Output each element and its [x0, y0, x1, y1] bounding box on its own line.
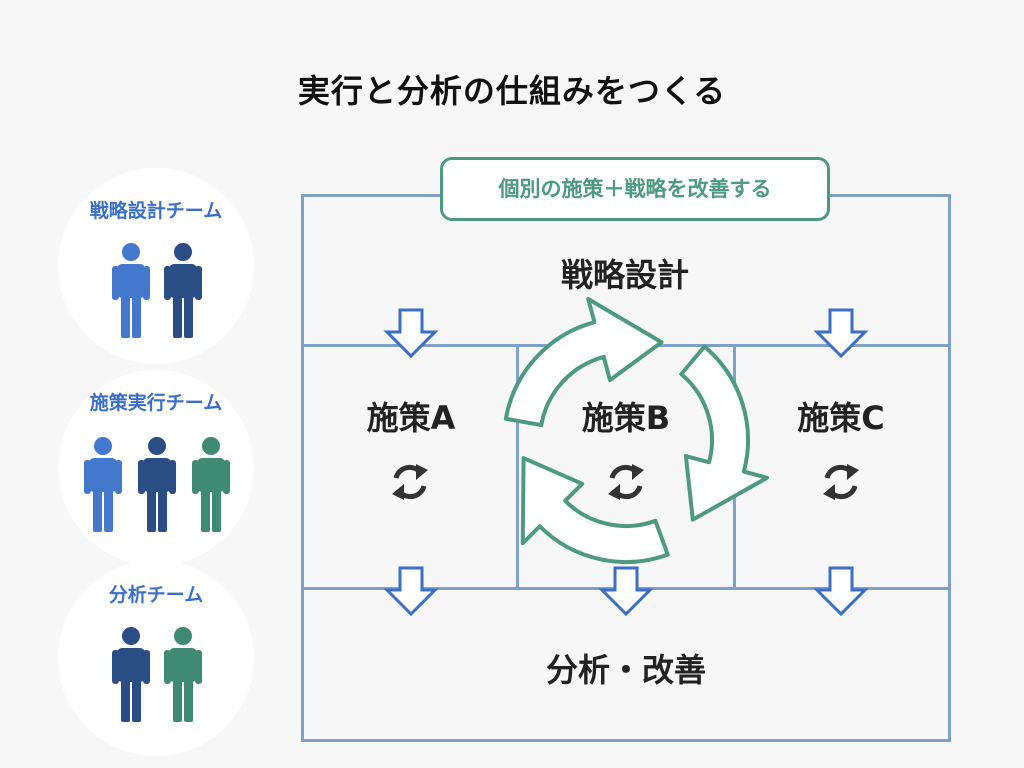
cycle-arrow-segment: [679, 344, 770, 522]
person-icon: [192, 437, 230, 532]
down-arrow-icon: [600, 566, 652, 616]
team-analysis-members: [112, 627, 202, 722]
team-strategy-members: [112, 243, 202, 338]
person-icon: [164, 243, 202, 338]
team-label-analysis: 分析チーム: [108, 584, 204, 606]
refresh-icon: [608, 464, 644, 500]
team-circle-strategy: [58, 168, 254, 364]
measure-a-label: 施策A: [366, 399, 456, 437]
person-icon: [164, 627, 202, 722]
down-arrow-icon: [815, 308, 867, 358]
person-icon: [112, 627, 150, 722]
cycle-arrow-segment: [520, 456, 670, 564]
person-icon: [138, 437, 176, 532]
person-icon: [84, 437, 122, 532]
down-arrow-icon: [385, 308, 437, 358]
team-circle-analysis: [58, 560, 254, 756]
down-arrow-icon: [815, 566, 867, 616]
team-label-execution: 施策実行チーム: [89, 392, 223, 414]
refresh-icon: [823, 464, 859, 500]
analysis-label: 分析・改善: [545, 651, 706, 689]
down-arrow-icon: [385, 566, 437, 616]
cycle-arrows-icon: [503, 296, 770, 564]
measure-c-label: 施策C: [797, 399, 885, 437]
page-title: 実行と分析の仕組みをつくる: [297, 72, 727, 110]
strategy-label: 戦略設計: [560, 256, 689, 294]
person-icon: [112, 243, 150, 338]
divider-col-1: [516, 344, 519, 589]
measure-b-label: 施策B: [581, 399, 671, 437]
cycle-arrow-segment: [503, 296, 664, 428]
team-label-strategy: 戦略設計チーム: [89, 200, 223, 222]
improvement-banner: 個別の施策＋戦略を改善する: [440, 157, 830, 221]
refresh-icon: [392, 464, 428, 500]
team-execution-members: [84, 437, 230, 532]
